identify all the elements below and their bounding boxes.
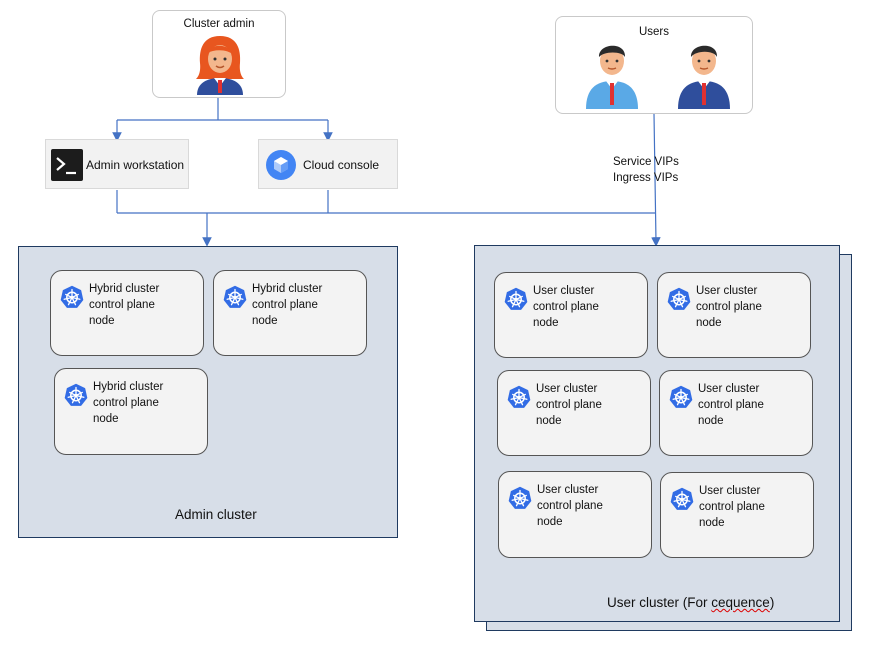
kubernetes-icon <box>223 285 247 309</box>
ingress-vips-text: Ingress VIPs <box>613 172 679 184</box>
kubernetes-icon <box>508 486 532 510</box>
kubernetes-icon <box>64 383 88 407</box>
kubernetes-icon <box>667 287 691 311</box>
traffic-vips-label: Service VIPs Ingress VIPs <box>613 154 679 186</box>
user-man-light-icon <box>586 45 638 109</box>
users-title: Users <box>638 26 670 38</box>
cloud-console-box: Cloud console <box>258 139 398 189</box>
arrow-to-user-cluster <box>651 113 661 247</box>
kubernetes-icon <box>669 385 693 409</box>
admin-workstation-box: Admin workstation <box>45 139 189 189</box>
user-cluster-label: User cluster (For cequence) <box>607 595 775 610</box>
users-box: Users <box>555 16 753 114</box>
user-man-dark-icon <box>678 45 730 109</box>
cloud-console-label: Cloud console <box>303 158 380 172</box>
service-vips-text: Service VIPs <box>613 156 679 168</box>
woman-admin-icon <box>196 36 244 95</box>
cluster-admin-box: Cluster admin <box>152 10 286 98</box>
kubernetes-icon <box>60 285 84 309</box>
misspelled-word: cequence <box>711 595 770 610</box>
cluster-admin-title: Cluster admin <box>183 18 255 30</box>
kubernetes-icon <box>507 385 531 409</box>
kubernetes-icon <box>670 487 694 511</box>
admin-workstation-label: Admin workstation <box>86 158 185 172</box>
terminal-icon <box>51 149 83 181</box>
kubernetes-icon <box>504 287 528 311</box>
cloud-console-icon <box>266 150 296 180</box>
admin-cluster-label: Admin cluster <box>175 507 257 522</box>
